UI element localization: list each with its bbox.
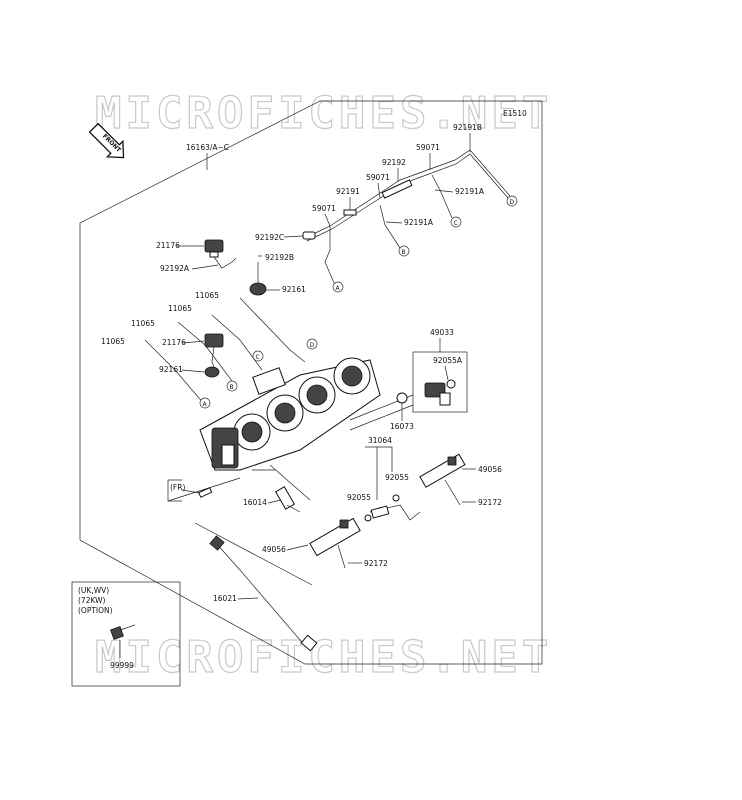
watermark-bottom: MICROFICHES.NET [95,632,552,683]
label-92192C: 92192C [255,233,284,242]
label-31064: 31064 [368,436,392,445]
label-59071-a: 59071 [416,143,440,152]
callout-c-mid: C [256,354,260,361]
option-line-1: (UK,WV) [78,586,109,595]
cable-16021 [209,535,318,652]
callout-a-top: A [336,285,341,292]
label-99999: 99999 [110,661,134,670]
label-49056-b: 49056 [262,545,286,554]
injector-49056-upper [419,453,466,506]
vacuum-hose-assembly [302,149,511,286]
oring-16073 [396,392,408,404]
callout-b-mid: B [230,384,234,391]
pressure-sensor-top [204,239,237,269]
label-11065-b: 11065 [168,304,192,313]
bolt-99999 [110,624,136,640]
label-16163: 16163/A~C [186,143,229,152]
diagram-frame [79,100,543,665]
label-21176-a: 21176 [156,241,180,250]
label-92161-a: 92161 [282,285,306,294]
label-92161-b: 92161 [159,365,183,374]
screw-92161-top [249,262,267,296]
fuel-pipe-31064 [364,494,421,522]
pressure-sensor-mid [204,333,224,378]
callout-a-mid: A [203,401,208,408]
label-16021: 16021 [213,594,237,603]
label-92191B: 92191B [453,123,482,132]
label-92172-b: 92172 [364,559,388,568]
option-line-2: (72KW) [78,596,106,605]
label-11065-d: 11065 [101,337,125,346]
option-line-3: (OPTION) [78,606,113,615]
injector-49056-lower [309,517,361,569]
label-92192-top: 92192 [382,158,406,167]
label-16073: 16073 [390,422,414,431]
front-arrow-icon [88,122,125,159]
label-92191A-b: 92191A [404,218,434,227]
label-92191: 92191 [336,187,360,196]
label-11065-c: 11065 [131,319,155,328]
callout-c-top: C [454,220,458,227]
label-11065-a: 11065 [195,291,219,300]
throttle-body [199,357,381,471]
label-92192B: 92192B [265,253,294,262]
label-92191A-a: 92191A [455,187,485,196]
callout-d-top: D [510,199,515,206]
label-92055-a: 92055 [347,493,371,502]
label-92055-b: 92055 [385,473,409,482]
callout-b-top: B [402,249,406,256]
watermark-top: MICROFICHES.NET [95,88,552,139]
label-59071-c: 59071 [312,204,336,213]
regulator-49033 [424,379,456,406]
label-16014: 16014 [243,498,267,507]
diagram-code: E1510 [503,109,527,118]
label-92172-a: 92172 [478,498,502,507]
label-49033: 49033 [430,328,454,337]
option-box [71,581,181,687]
label-49056-a: 49056 [478,465,502,474]
label-92055A: 92055A [433,356,463,365]
label-92192A: 92192A [160,264,190,273]
callout-d-mid: D [310,342,315,349]
sensor-16014 [274,486,301,513]
label-21176-b: 21176 [162,338,186,347]
fr-label: (FR) [170,483,185,492]
label-59071-b: 59071 [366,173,390,182]
